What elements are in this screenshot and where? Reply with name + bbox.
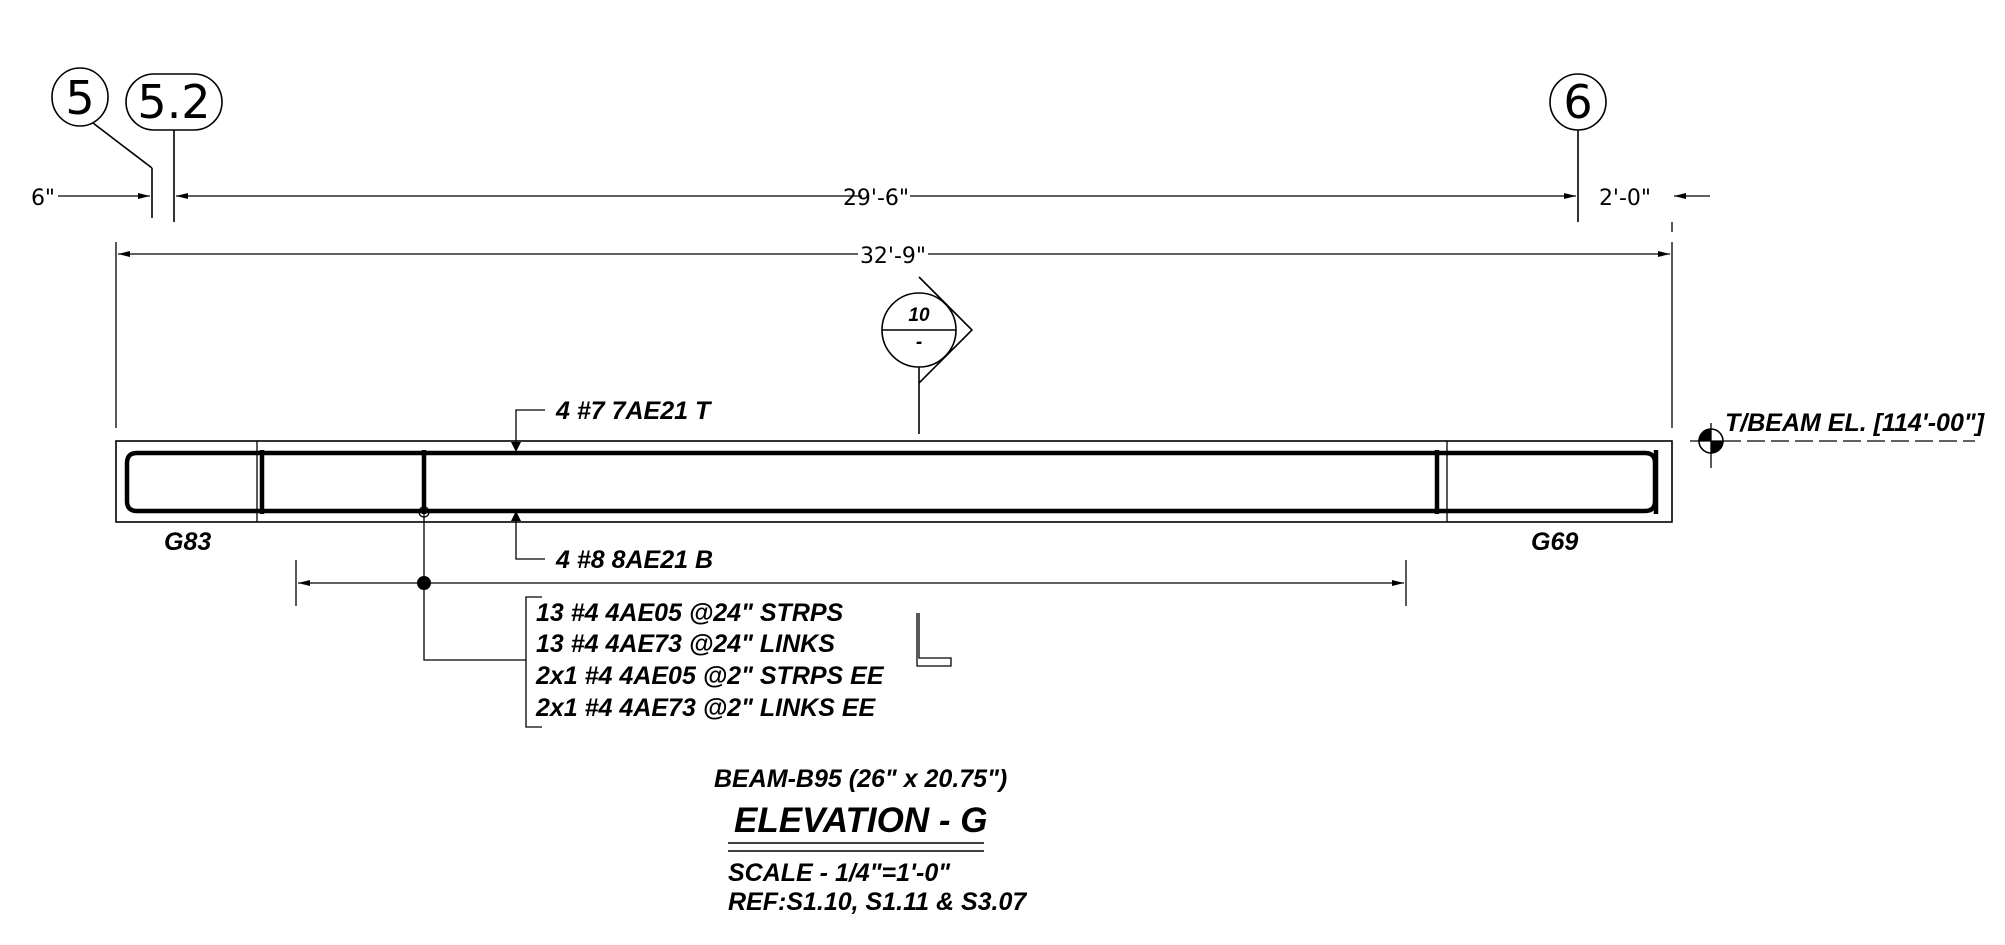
section-marker: 10 - bbox=[881, 276, 974, 434]
dim-clear-span-label: 29'-6" bbox=[843, 186, 909, 211]
support-label-left: G83 bbox=[164, 528, 211, 556]
top-bars-callout: 4 #7 7AE21 T bbox=[511, 397, 713, 452]
beam-designation: BEAM-B95 (26" x 20.75") bbox=[714, 765, 1007, 793]
grid-bubble-5-label: 5 bbox=[65, 71, 94, 125]
section-marker-sheet: - bbox=[916, 332, 922, 353]
dim-overall-label: 32'-9" bbox=[860, 244, 926, 269]
grid-bubble-6-label: 6 bbox=[1563, 75, 1592, 129]
stirrup-note-2: 13 #4 4AE73 @24" LINKS bbox=[536, 630, 835, 658]
stirrup-note-4: 2x1 #4 4AE73 @2" LINKS EE bbox=[535, 694, 876, 722]
dimension-row-top: 6" 29'-6" 2'-0" bbox=[31, 186, 1710, 232]
grid-bubble-5: 5 bbox=[51, 67, 153, 218]
support-label-right: G69 bbox=[1531, 528, 1578, 556]
stirrup-note-1: 13 #4 4AE05 @24" STRPS bbox=[536, 599, 844, 627]
dimension-row-overall: 32'-9" bbox=[115, 242, 1673, 428]
reinforcing-bars bbox=[124, 450, 1659, 518]
title-block: BEAM-B95 (26" x 20.75") ELEVATION - G SC… bbox=[714, 765, 1027, 916]
elevation-marker: T/BEAM EL. [114'-00"] bbox=[1690, 409, 1986, 468]
stirrup-note-3: 2x1 #4 4AE05 @2" STRPS EE bbox=[535, 662, 885, 690]
scale-note: SCALE - 1/4"=1'-0" bbox=[728, 859, 951, 887]
stirrup-extent-line bbox=[295, 512, 1407, 661]
dim-left-offset-label: 6" bbox=[31, 186, 55, 211]
bottom-bars-label: 4 #8 8AE21 B bbox=[555, 546, 713, 574]
grid-bubble-5-2-label: 5.2 bbox=[137, 75, 210, 129]
reference-note: REF:S1.10, S1.11 & S3.07 bbox=[728, 888, 1027, 916]
drawing-title: ELEVATION - G bbox=[734, 801, 987, 840]
stirrup-notes: 13 #4 4AE05 @24" STRPS 13 #4 4AE73 @24" … bbox=[525, 596, 885, 728]
link-bar-shape-icon bbox=[916, 613, 952, 667]
section-marker-number: 10 bbox=[908, 305, 930, 326]
bottom-bars-callout: 4 #8 8AE21 B bbox=[511, 511, 713, 574]
grid-bubble-5-2: 5.2 bbox=[125, 73, 223, 222]
top-bars-label: 4 #7 7AE21 T bbox=[555, 397, 713, 425]
grid-bubble-6: 6 bbox=[1549, 73, 1607, 222]
dim-right-offset-label: 2'-0" bbox=[1599, 186, 1651, 211]
elevation-label: T/BEAM EL. [114'-00"] bbox=[1725, 409, 1986, 437]
